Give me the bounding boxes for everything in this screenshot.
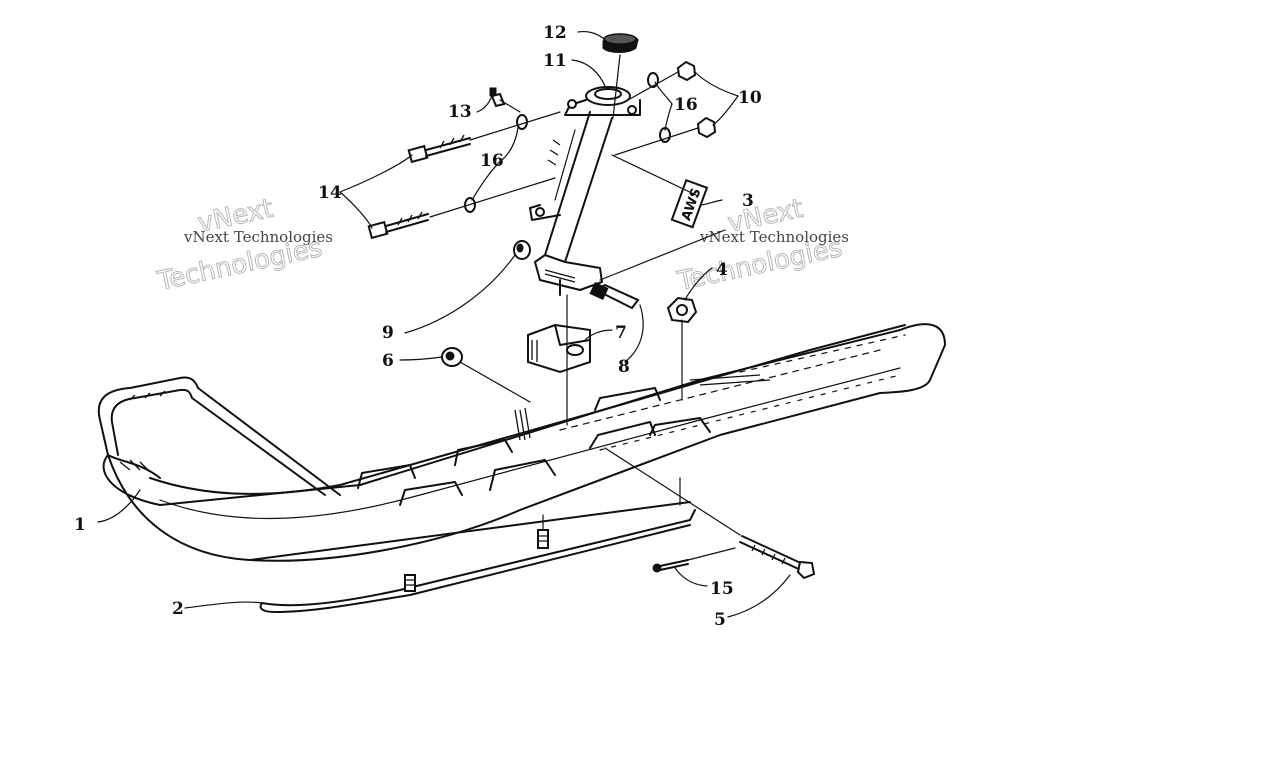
callout-10: 10 xyxy=(738,88,762,108)
cotter-pin xyxy=(652,559,689,573)
watermark-small-text: vNext Technologies xyxy=(183,228,333,246)
lock-nut xyxy=(666,296,698,324)
watermark-small-text: vNext Technologies xyxy=(699,228,849,246)
spindle-bolt-upper xyxy=(407,134,471,164)
callout-3: 3 xyxy=(742,191,754,211)
wear-bar-stud-left xyxy=(404,574,416,592)
ski-spindle xyxy=(529,86,641,296)
ski-body xyxy=(102,323,946,562)
grease-fitting xyxy=(489,87,506,108)
callout-1: 1 xyxy=(74,515,86,535)
callout-6: 6 xyxy=(382,351,394,371)
spindle-cap xyxy=(602,33,639,53)
nut-set xyxy=(676,60,717,139)
callout-15: 15 xyxy=(710,579,734,599)
spindle-bolt-lower xyxy=(367,211,429,240)
watermark-right: vNext Technologies vNext Technologies xyxy=(674,193,849,297)
callout-leaders xyxy=(97,30,791,618)
aws-decal: AWS xyxy=(670,178,709,229)
callout-13: 13 xyxy=(448,102,472,122)
callout-11: 11 xyxy=(543,51,567,71)
ski-wear-bar xyxy=(259,477,696,613)
ski-handle-loop xyxy=(97,376,341,496)
callout-5: 5 xyxy=(714,610,726,630)
callout-8: 8 xyxy=(618,357,630,377)
assembly-lines xyxy=(429,54,741,561)
spindle-bushing xyxy=(513,240,531,260)
ski-bolt-long xyxy=(739,535,816,580)
callout-2: 2 xyxy=(172,599,184,619)
callout-12: 12 xyxy=(543,23,567,43)
callout-4: 4 xyxy=(716,260,728,280)
wear-bar-stud-right xyxy=(537,529,549,549)
watermark-left: vNext Technologies vNext Technologies xyxy=(154,193,333,297)
callout-7: 7 xyxy=(615,323,627,343)
spindle-pin xyxy=(589,281,640,310)
bushing xyxy=(441,347,463,367)
callout-16-left: 16 xyxy=(480,151,504,171)
callout-labels: 1 2 3 4 5 6 7 8 9 10 11 12 13 14 15 16 1… xyxy=(74,23,762,630)
callout-16-right: 16 xyxy=(674,95,698,115)
ski-saddle xyxy=(527,323,591,374)
callout-9: 9 xyxy=(382,323,394,343)
callout-14: 14 xyxy=(318,183,342,203)
